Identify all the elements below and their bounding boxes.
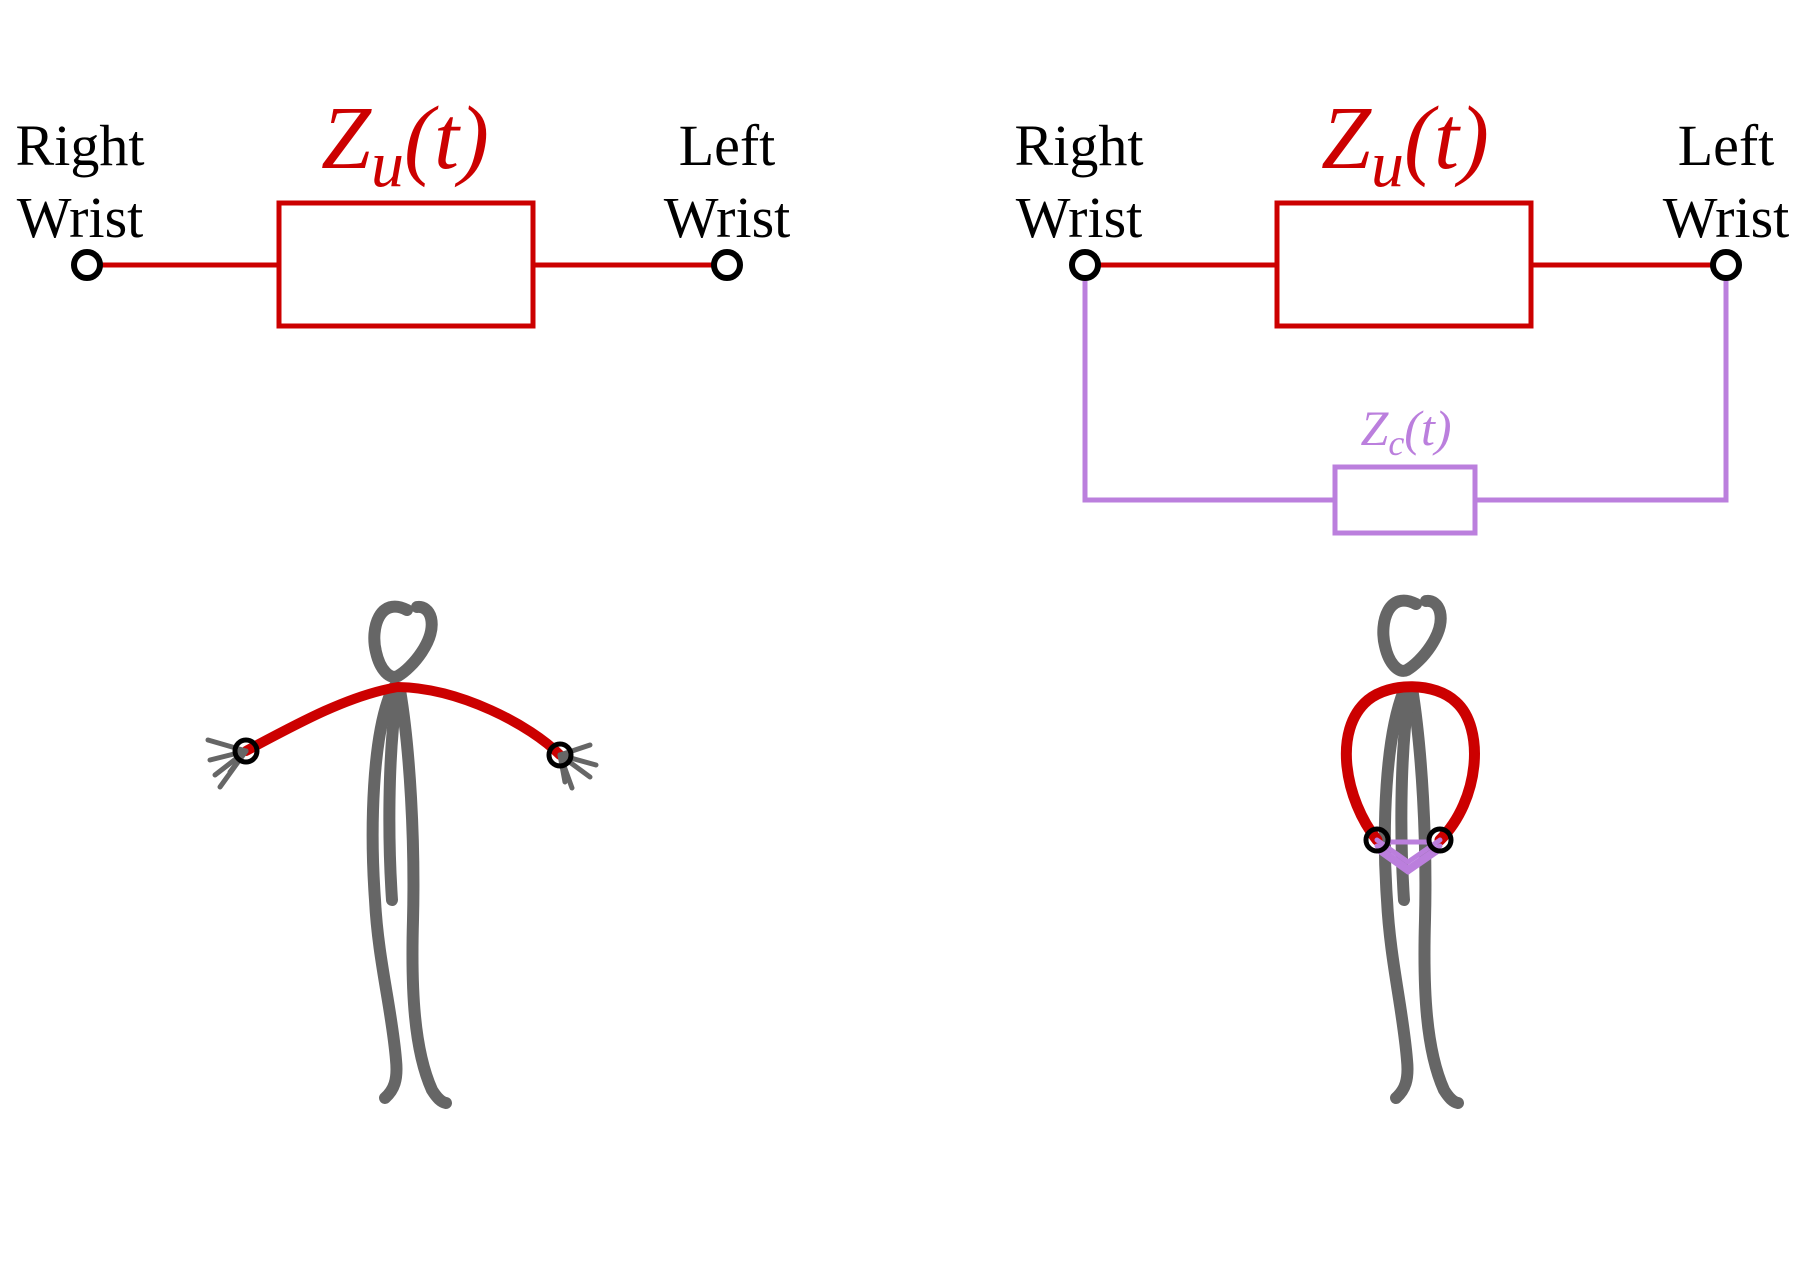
right-panel-right-wrist-terminal bbox=[1069, 249, 1101, 281]
right-panel-impedance-symbol: Z bbox=[1321, 89, 1372, 188]
left-figure-arms bbox=[241, 682, 565, 760]
right-figure-inner-leg bbox=[1395, 694, 1414, 906]
left-panel-impedance-symbol: Z bbox=[321, 89, 372, 188]
left-figure-left-leg bbox=[366, 680, 403, 1104]
left-panel-right-terminal-label-line2: Wrist bbox=[17, 185, 144, 250]
left-panel-left-terminal-label-line2: Wrist bbox=[664, 185, 791, 250]
right-circuit: Right Wrist Left Wrist Zu(t) Zc(t) bbox=[1015, 89, 1790, 536]
right-figure-head bbox=[1377, 594, 1447, 677]
left-figure-right-leg bbox=[394, 684, 452, 1109]
left-panel-right-terminal-label-line1: Right bbox=[16, 113, 145, 178]
right-figure-right-leg bbox=[1406, 682, 1464, 1109]
right-figure-left-wrist-marker bbox=[1426, 826, 1454, 854]
left-stick-figure bbox=[205, 600, 599, 1109]
right-panel-right-terminal-label-line1: Right bbox=[1015, 113, 1144, 178]
right-panel-impedance-argument: (t) bbox=[1404, 89, 1489, 188]
left-panel-left-terminal-label-line1: Left bbox=[679, 113, 776, 178]
left-panel-right-wrist-terminal bbox=[71, 249, 103, 281]
right-panel-left-terminal-label-line2: Wrist bbox=[1663, 185, 1790, 250]
left-panel-impedance-box bbox=[276, 200, 536, 329]
left-figure-right-wrist-marker bbox=[232, 737, 260, 765]
left-panel-impedance-label: Zu(t) bbox=[321, 89, 489, 201]
left-panel-impedance-subscript: u bbox=[371, 128, 404, 201]
right-panel-right-terminal-label-line2: Wrist bbox=[1016, 185, 1143, 250]
right-panel-coupling-impedance-box bbox=[1332, 464, 1478, 536]
left-figure-inner-leg bbox=[383, 694, 402, 906]
right-figure-arms-loop bbox=[1340, 681, 1480, 846]
right-stick-figure bbox=[1340, 594, 1480, 1109]
left-panel-impedance-argument: (t) bbox=[404, 89, 489, 188]
right-panel-coupling-impedance-argument: (t) bbox=[1404, 400, 1451, 456]
left-figure-right-hand bbox=[205, 737, 249, 790]
right-panel-coupling-wire-left bbox=[1082, 278, 1335, 503]
right-panel-coupling-impedance-subscript: c bbox=[1388, 423, 1404, 463]
left-figure-head bbox=[368, 600, 438, 683]
left-panel-left-wrist-terminal bbox=[711, 249, 743, 281]
right-panel-coupling-impedance-symbol: Z bbox=[1361, 400, 1390, 456]
right-panel-left-terminal-label-line1: Left bbox=[1678, 113, 1775, 178]
left-figure-left-hand bbox=[557, 742, 599, 791]
right-panel-impedance-subscript: u bbox=[1371, 128, 1404, 201]
left-figure-left-wrist-marker bbox=[546, 741, 574, 769]
right-panel-left-wrist-terminal bbox=[1710, 249, 1742, 281]
right-figure-right-wrist-marker bbox=[1363, 826, 1391, 854]
left-circuit: Right Wrist Left Wrist Zu(t) bbox=[16, 89, 791, 329]
right-figure-left-leg bbox=[1378, 682, 1414, 1104]
right-panel-coupling-impedance-label: Zc(t) bbox=[1361, 400, 1452, 463]
right-panel-impedance-box bbox=[1274, 200, 1534, 329]
right-panel-impedance-label: Zu(t) bbox=[1321, 89, 1489, 201]
right-panel-coupling-wire-right bbox=[1475, 278, 1729, 503]
